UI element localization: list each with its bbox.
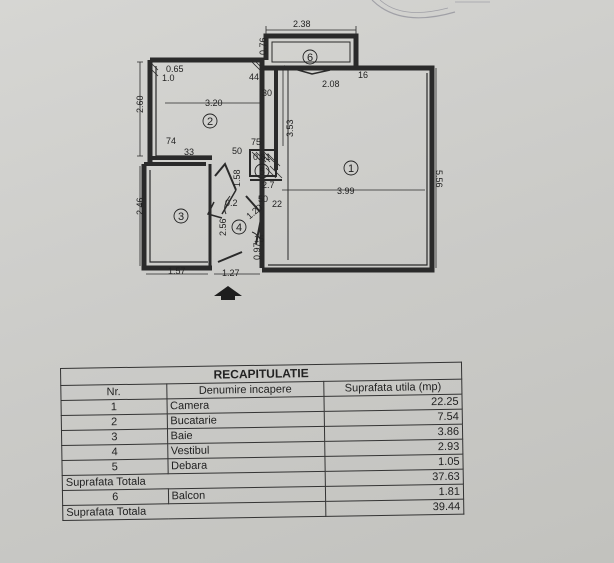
recap-table: RECAPITULATIE Nr. Denumire incapere Supr…	[60, 362, 464, 521]
dim-label: 15	[254, 234, 264, 244]
dimension-lines	[137, 26, 437, 275]
dim-label: 0.2	[225, 198, 238, 208]
dim-label: 2.7	[262, 180, 275, 190]
dim-label: 3.99	[337, 186, 355, 196]
dim-label: 22	[272, 199, 282, 209]
room-number: 4	[236, 222, 242, 234]
row-area: 7.54	[324, 409, 463, 427]
dim-label: 1.57	[168, 266, 186, 276]
row-area: 1.05	[325, 454, 464, 472]
room-numbers: 1 2 3 4 5 6	[178, 52, 354, 234]
dim-label: 2.60	[135, 95, 145, 113]
dim-label: 50	[232, 146, 242, 156]
dim-label: 1.27	[222, 268, 240, 278]
dim-label: 2.38	[293, 19, 311, 29]
row-nr: 1	[61, 398, 167, 416]
room-number: 3	[178, 211, 184, 223]
dim-label: 1.0	[162, 73, 175, 83]
row-area: 3.86	[324, 424, 463, 442]
row-nr: 3	[61, 428, 168, 446]
dim-label: 1.58	[232, 169, 242, 187]
dim-label: 30	[262, 88, 272, 98]
row-area: 1.81	[325, 484, 464, 502]
header-area: Suprafata utila (mp)	[324, 379, 462, 397]
entrance-arrow	[214, 286, 242, 300]
total-value: 39.44	[325, 499, 464, 517]
row-nr: 5	[61, 458, 168, 476]
row-area: 22.25	[324, 394, 463, 412]
dim-label: 2.08	[322, 79, 340, 89]
room-markers	[173, 49, 359, 235]
row-nr: 2	[61, 413, 167, 431]
dim-label: 0.76	[258, 37, 268, 55]
row-nr: 6	[62, 488, 169, 506]
room-number: 6	[307, 52, 313, 64]
plan-walls	[141, 33, 435, 273]
room-number: 2	[207, 116, 213, 128]
dim-label: 50	[258, 194, 268, 204]
dim-label: 0.81	[253, 152, 271, 162]
dim-label: 0.97	[252, 242, 262, 260]
dim-label: 0.65	[166, 64, 184, 74]
dim-label: 5.56	[434, 170, 444, 188]
room-number: 1	[348, 163, 354, 175]
dim-label: 3.53	[285, 119, 295, 137]
dim-label: 75	[251, 137, 261, 147]
dim-label: 74	[166, 136, 176, 146]
subtotal-value: 37.63	[325, 469, 464, 487]
stamp	[371, 0, 490, 19]
dimension-labels: 2.38 0.76 0.65 1.0 16 44 30 3.20 2.60 3.…	[135, 19, 444, 278]
header-nr: Nr.	[60, 383, 167, 401]
row-nr: 4	[61, 443, 168, 461]
hatching	[149, 61, 283, 179]
dim-label: 2.46	[135, 197, 145, 215]
room-number: 5	[259, 166, 265, 178]
dim-label: 33	[184, 147, 194, 157]
dim-label: 3.20	[205, 98, 223, 108]
dim-label: 44	[249, 72, 259, 82]
row-area: 2.93	[324, 439, 463, 457]
dim-label: 16	[358, 70, 368, 80]
dim-label: 2.56	[218, 218, 228, 236]
